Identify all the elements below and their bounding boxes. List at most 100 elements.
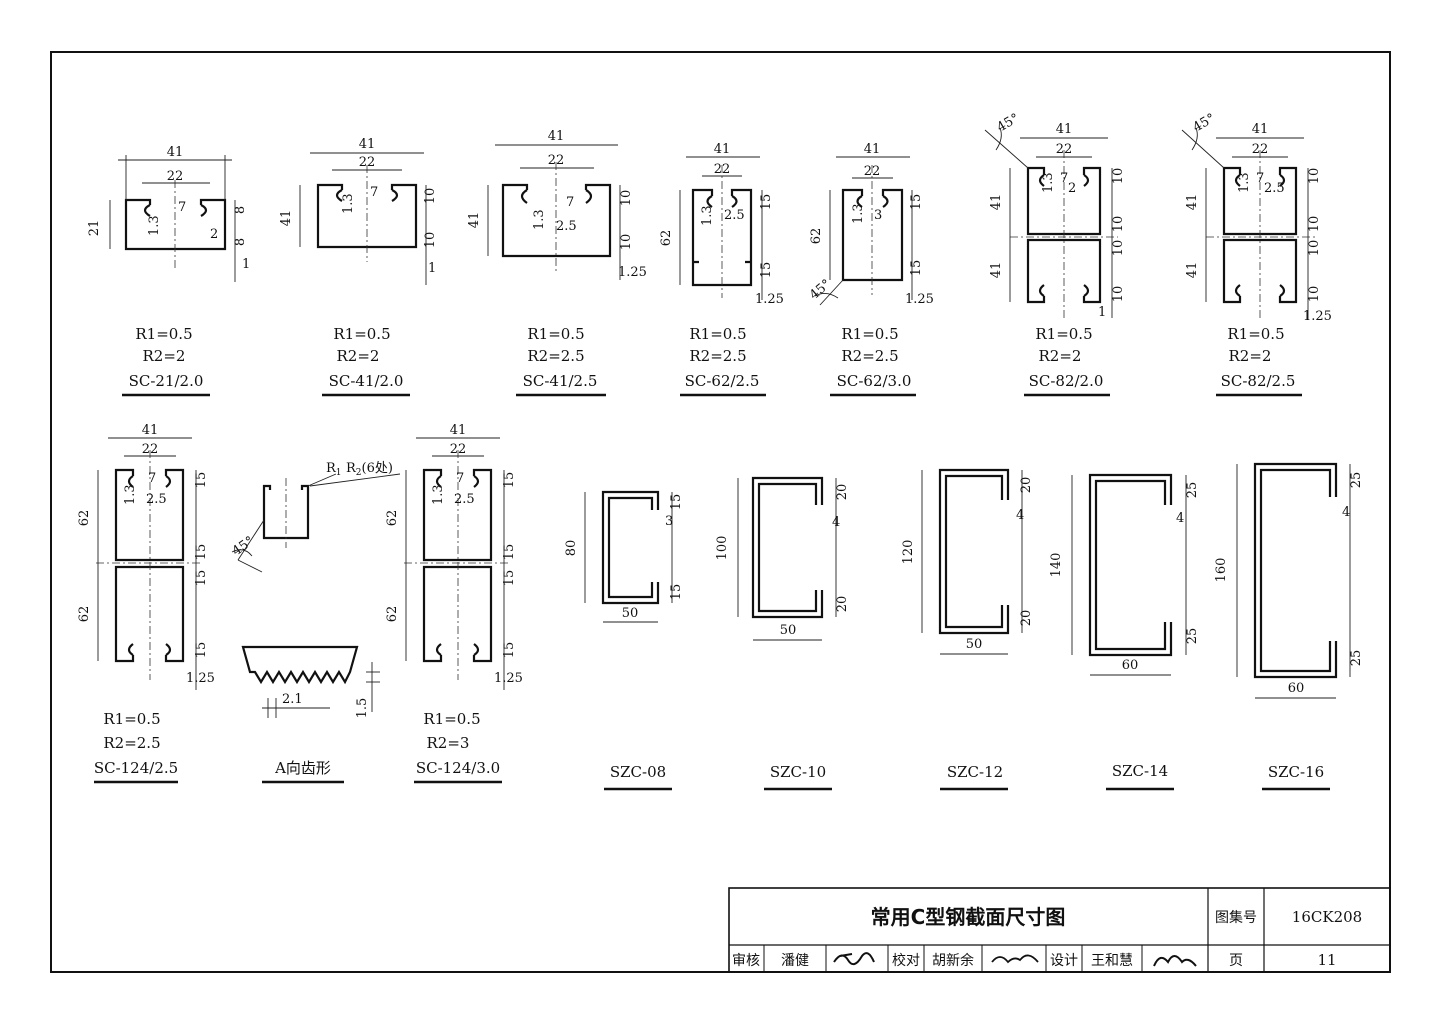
dim-lip-bottom: 15 [669,584,684,601]
sc-62-30-r2: R2=2.5 [841,347,898,365]
sc-21-r1: R1=0.5 [135,325,192,343]
dim-g: 7 [456,471,464,486]
dim-a: 15 [909,194,924,211]
dim-width: 41 [359,137,376,152]
dim-f: 2 [210,227,218,242]
sheet-title: 常用C型钢截面尺寸图 [871,905,1066,929]
dim-e: 1.25 [186,671,215,686]
dim-lip-top: 20 [835,484,850,501]
dim-e: 7 [370,185,378,200]
dim-lip-top: 20 [1019,477,1034,494]
dim-height: 100 [715,536,730,561]
dim-height-bottom: 41 [1185,262,1200,279]
szc-12-name: SZC-12 [947,763,1003,781]
sc-82-25-r1: R1=0.5 [1227,325,1284,343]
dim-height-top: 41 [989,194,1004,211]
section-szc-12: 120 50 20 20 4 [901,468,1034,655]
sc-124-30-name: SC-124/3.0 [416,759,500,777]
section-szc-16: 160 60 25 25 4 [1214,462,1364,699]
review-name: 潘健 [781,953,809,969]
design-name: 王和慧 [1091,953,1133,969]
szc-14-name: SZC-14 [1112,762,1168,780]
dim-width: 50 [780,623,797,638]
dim-height: 80 [564,540,579,557]
dim-h: 2.5 [1264,181,1285,196]
sc-41-20-name: SC-41/2.0 [329,372,404,390]
dim-d: 1.3 [700,205,715,226]
sc-62-25-name: SC-62/2.5 [685,372,760,390]
dim-e: 1 [1098,305,1106,320]
dim-d: 15 [194,642,209,659]
dim-height: 160 [1214,558,1229,583]
dim-height: 21 [87,220,102,237]
dim-c: 15 [194,570,209,587]
dim-lip-bottom: 25 [1185,628,1200,645]
dim-height-top: 62 [385,510,400,527]
dim-slot-width: 22 [359,155,376,170]
dim-h: 2.5 [146,492,167,507]
design-signature [1153,955,1197,967]
dim-thickness: 4 [1016,508,1024,523]
section-szc-14: 140 60 25 25 4 [1049,473,1200,676]
sc-41-20-r2: R2=2 [337,347,380,365]
dim-c: 1 [242,257,250,272]
sc-82-20-name: SC-82/2.0 [1029,372,1104,390]
dim-g: 7 [148,471,156,486]
dim-f: 1.3 [431,484,446,505]
sc-124-25-name: SC-124/2.5 [94,759,178,777]
dim-width: 50 [966,637,983,652]
dim-b: 15 [759,262,774,279]
dim-thickness: 4 [1176,511,1184,526]
page-number: 11 [1317,951,1336,969]
dim-d: 1.3 [851,203,866,224]
sc-21-name: SC-21/2.0 [129,372,204,390]
sc-124-30-r1: R1=0.5 [423,710,480,728]
dim-f: 2.5 [556,219,577,234]
section-sc-62-2-5: 41 22 62 15 15 1.25 1.3 2.5 [659,142,784,307]
dim-slot-width: 22 [167,169,184,184]
dim-b: 15 [502,544,517,561]
dim-c: 1.25 [905,292,934,307]
section-sc-124-2-5: 41 22 62 62 15 15 15 15 1.25 1.3 7 2.5 [77,423,215,690]
sc-82-25-r2: R2=2 [1229,347,1272,365]
dim-b: 10 [1111,216,1126,233]
dim-width: 41 [864,142,881,157]
dim-slot-width: 22 [450,442,467,457]
sc-62-25-r1: R1=0.5 [689,325,746,343]
r1-label: R1 [326,461,342,478]
section-sc-41-2-0: 41 22 41 10 10 1 1.3 7 [279,137,438,285]
dim-width: 41 [548,129,565,144]
dim-lip-bottom: 20 [1019,610,1034,627]
dim-lip-top: 15 [669,494,684,511]
dim-d: 1.3 [532,209,547,230]
drawing-frame [50,51,1391,973]
dim-c: 10 [1111,240,1126,257]
detail-a-view: R1 R2(6处) 45° 2.1 1.5 [230,461,401,719]
dim-width: 50 [622,606,639,621]
depth-dim: 1.5 [355,698,370,719]
sc-41-25-r1: R1=0.5 [527,325,584,343]
dim-a: 10 [619,190,634,207]
section-sc-82-2-5: 45° 41 22 41 41 10 10 10 10 1.25 1.3 7 2… [1181,111,1332,324]
dim-height-top: 62 [77,510,92,527]
sc-41-20-r1: R1=0.5 [333,325,390,343]
dim-d: 15 [502,642,517,659]
row2-captions: R1=0.5 R2=2.5 SC-124/2.5 A向齿形 R1=0.5 R2=… [94,710,1330,791]
dim-thickness: 3 [665,514,673,529]
dim-h: 2 [1068,181,1076,196]
dim-a: 8 [233,206,248,214]
dim-lip-bottom: 20 [835,596,850,613]
review-label: 审核 [732,953,760,969]
dim-slot-width: 22 [548,153,565,168]
dim-width: 41 [1056,122,1073,137]
dim-a: 15 [194,472,209,489]
dim-width: 60 [1122,658,1139,673]
sc-82-20-r1: R1=0.5 [1035,325,1092,343]
dim-height: 62 [809,228,824,245]
section-sc-82-2-0: 45° 41 22 41 41 10 10 10 10 1 1.3 7 2 [984,111,1126,320]
dim-e: 3 [874,208,882,223]
dim-d: 1.3 [147,215,162,236]
dim-angle: 45° [995,111,1022,136]
dim-height-bottom: 62 [77,606,92,623]
